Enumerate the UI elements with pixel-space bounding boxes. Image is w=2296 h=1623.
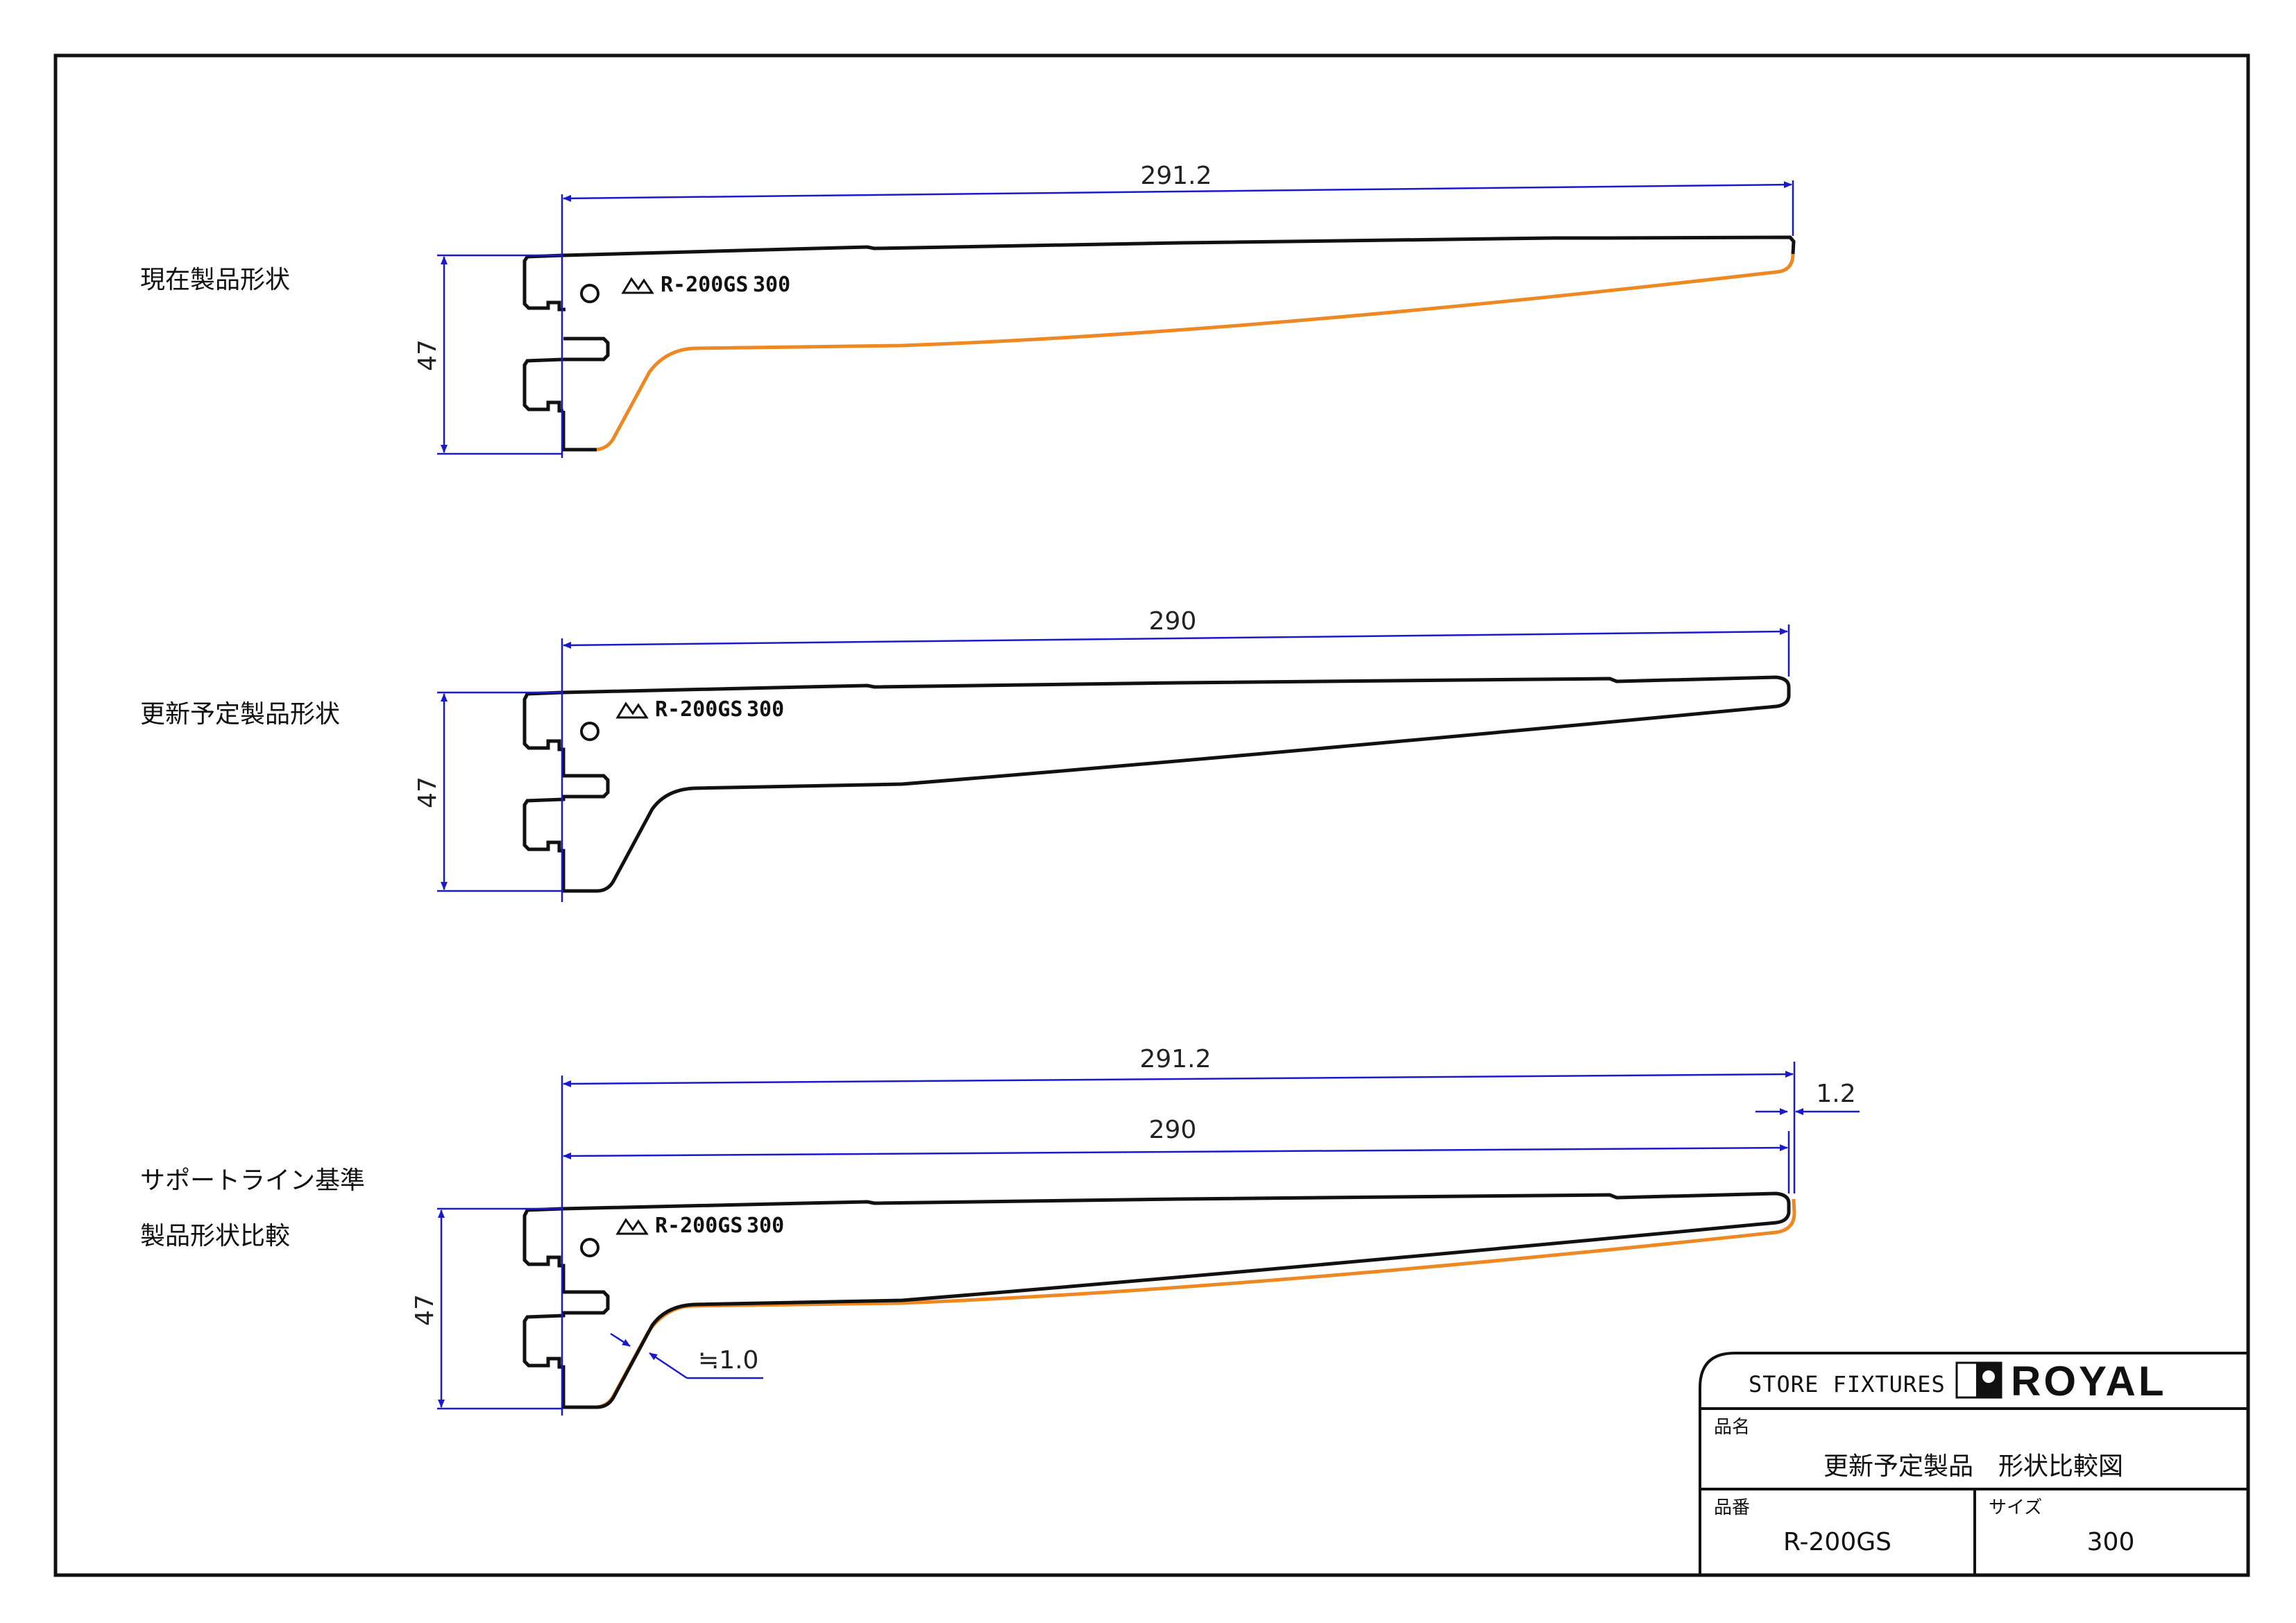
bracket-marking-model: R-200GS xyxy=(655,1214,742,1238)
mountain-logo-icon xyxy=(621,277,654,294)
bracket-hole xyxy=(580,722,599,741)
slot-middle xyxy=(563,337,610,362)
dimension-length-label: 290 xyxy=(1149,607,1197,636)
name-label: 品名 xyxy=(1714,1417,1751,1438)
size-label: サイズ xyxy=(1989,1497,2043,1518)
dimension-line-length xyxy=(563,181,1792,202)
thickness-arrow-out xyxy=(649,1352,688,1379)
label-current-shape: 現在製品形状 xyxy=(140,266,291,294)
bracket-hole xyxy=(580,1238,599,1257)
dimension-height-label: 47 xyxy=(411,1294,439,1326)
dimension-length-a-label: 291.2 xyxy=(1139,1045,1211,1073)
dimension-line-length-b xyxy=(563,1144,1788,1159)
title-block xyxy=(1699,1352,2247,1574)
company-line: STORE FIXTURES xyxy=(1749,1371,1946,1397)
brand-name: ROYAL xyxy=(2011,1358,2167,1404)
dimension-line-length-a xyxy=(563,1071,1794,1087)
bracket-top-edge xyxy=(562,235,1796,257)
bracket-current: R-200GS 300 291.2 47 xyxy=(414,162,1796,458)
bracket-outline xyxy=(522,1191,1791,1409)
name-value: 更新予定製品 形状比較図 xyxy=(1823,1452,2123,1481)
dimension-length-label: 291.2 xyxy=(1140,162,1211,190)
part-label: 品番 xyxy=(1714,1497,1751,1518)
label-compare-line2: 製品形状比較 xyxy=(140,1222,291,1250)
mountain-logo-icon xyxy=(615,702,649,719)
bracket-outline xyxy=(522,675,1791,893)
bracket-marking-size: 300 xyxy=(747,1214,784,1238)
bracket-back-edge xyxy=(561,411,597,452)
bracket-marking-model: R-200GS xyxy=(655,697,742,722)
part-value: R-200GS xyxy=(1783,1528,1891,1556)
dimension-height-label: 47 xyxy=(414,339,442,371)
label-planned-shape: 更新予定製品形状 xyxy=(140,700,341,729)
bracket-planned: R-200GS 300 290 47 xyxy=(414,607,1791,902)
bracket-marking-size: 300 xyxy=(753,273,790,297)
thickness-arrow-in xyxy=(610,1332,631,1348)
mountain-logo-icon xyxy=(615,1218,649,1235)
dimension-thickness-label: ≒1.0 xyxy=(698,1346,758,1375)
royal-logo-icon xyxy=(1955,1361,2002,1399)
bracket-comparison: R-200GS 300 291.2 290 1.2 47 ≒1.0 xyxy=(411,1045,1860,1416)
sheet-border xyxy=(53,53,2250,1577)
bracket-hole xyxy=(580,284,599,303)
label-compare-line1: サポートライン基準 xyxy=(140,1166,366,1195)
dimension-line-length xyxy=(563,628,1788,649)
bracket-lower-profile xyxy=(596,253,1795,452)
size-value: 300 xyxy=(2086,1528,2135,1556)
dimension-height-label: 47 xyxy=(414,776,442,808)
bracket-marking-model: R-200GS xyxy=(661,273,748,297)
bracket-marking-size: 300 xyxy=(747,697,784,722)
hook-slot-lower xyxy=(522,357,564,413)
dimension-length-b-label: 290 xyxy=(1149,1116,1197,1144)
dimension-offset-label: 1.2 xyxy=(1816,1080,1855,1108)
hook-slot-upper xyxy=(522,253,566,312)
